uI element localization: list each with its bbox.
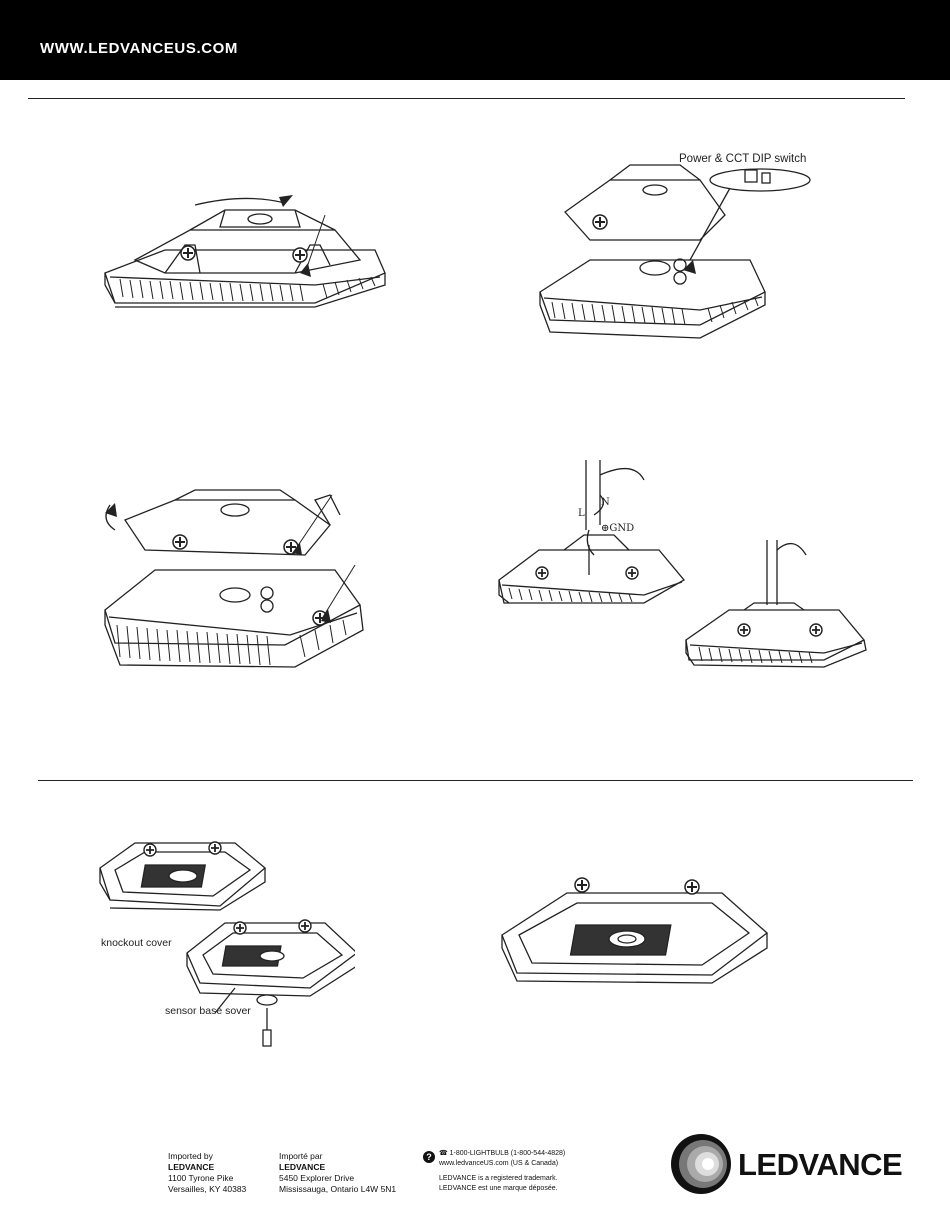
importer-ca-intro: Importé par (279, 1151, 323, 1161)
phone-number[interactable]: ☎ 1-800-LIGHTBULB (1-800-544-4828) (439, 1150, 566, 1157)
section-divider-middle (38, 780, 913, 781)
knockout-cover-label: knockout cover (101, 937, 172, 949)
importer-us: Imported by LEDVANCE 1100 Tyrone Pike Ve… (168, 1151, 246, 1195)
sensor-base-label: sensor base sover (165, 1005, 251, 1017)
importer-us-line2: Versailles, KY 40383 (168, 1184, 247, 1194)
importer-ca-line2: Mississauga, Ontario L4W 5N1 (279, 1184, 397, 1194)
wire-gnd-label: ⊕GND (601, 523, 635, 534)
dip-switch-label: Power & CCT DIP switch (679, 153, 807, 165)
figure-remove-cover (95, 485, 385, 685)
wire-l-label: L (578, 508, 585, 519)
figure-wiring (494, 455, 879, 680)
header-bar: WWW.LEDVANCEUS.COM (0, 0, 950, 80)
figure-fixture-bottom (497, 873, 772, 998)
importer-ca-name: LEDVANCE (279, 1162, 326, 1172)
brand-wordmark: LEDVANCE (738, 1147, 903, 1182)
section-divider-top (28, 98, 905, 99)
importer-us-line1: 1100 Tyrone Pike (168, 1173, 234, 1183)
ledvance-ring-logo-icon (670, 1133, 732, 1200)
importer-us-intro: Imported by (168, 1151, 213, 1161)
importer-ca-line1: 5450 Explorer Drive (279, 1173, 355, 1183)
trademark-fr: LEDVANCE est une marque déposée. (439, 1185, 558, 1192)
website-url[interactable]: WWW.LEDVANCEUS.COM (40, 40, 239, 57)
wire-n-label: N (601, 497, 610, 508)
importer-ca: Importé par LEDVANCE 5450 Explorer Drive… (279, 1151, 396, 1195)
help-icon: ? (423, 1151, 435, 1163)
figure-dip-switch-access (530, 160, 820, 345)
trademark-en: LEDVANCE is a registered trademark. (439, 1175, 558, 1182)
figure-rotate-bracket (95, 185, 395, 315)
importer-us-name: LEDVANCE (168, 1162, 215, 1172)
contact-info: ☎ 1-800-LIGHTBULB (1-800-544-4828) www.l… (439, 1149, 565, 1194)
website-link[interactable]: www.ledvanceUS.com (US & Canada) (439, 1160, 559, 1167)
figure-sensor-knockout (95, 838, 355, 1048)
